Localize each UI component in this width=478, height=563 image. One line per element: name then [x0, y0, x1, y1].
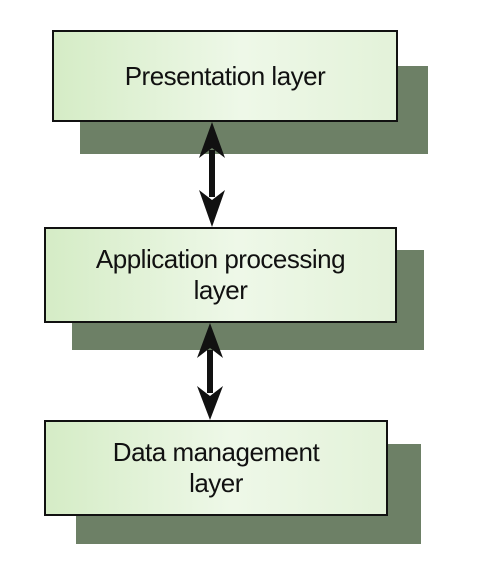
bidirectional-arrow-top: [199, 122, 225, 227]
arrow-head-down: [199, 190, 225, 227]
presentation-layer-box: Presentation layer: [52, 30, 398, 122]
arrow-head-up: [199, 122, 225, 158]
data-management-layer-box: Data management layer: [44, 420, 388, 516]
arrow-head-down: [197, 386, 223, 420]
bidirectional-arrow-bottom: [197, 323, 223, 420]
arrow-head-up: [197, 323, 223, 358]
application-processing-layer-box: Application processing layer: [44, 227, 397, 323]
